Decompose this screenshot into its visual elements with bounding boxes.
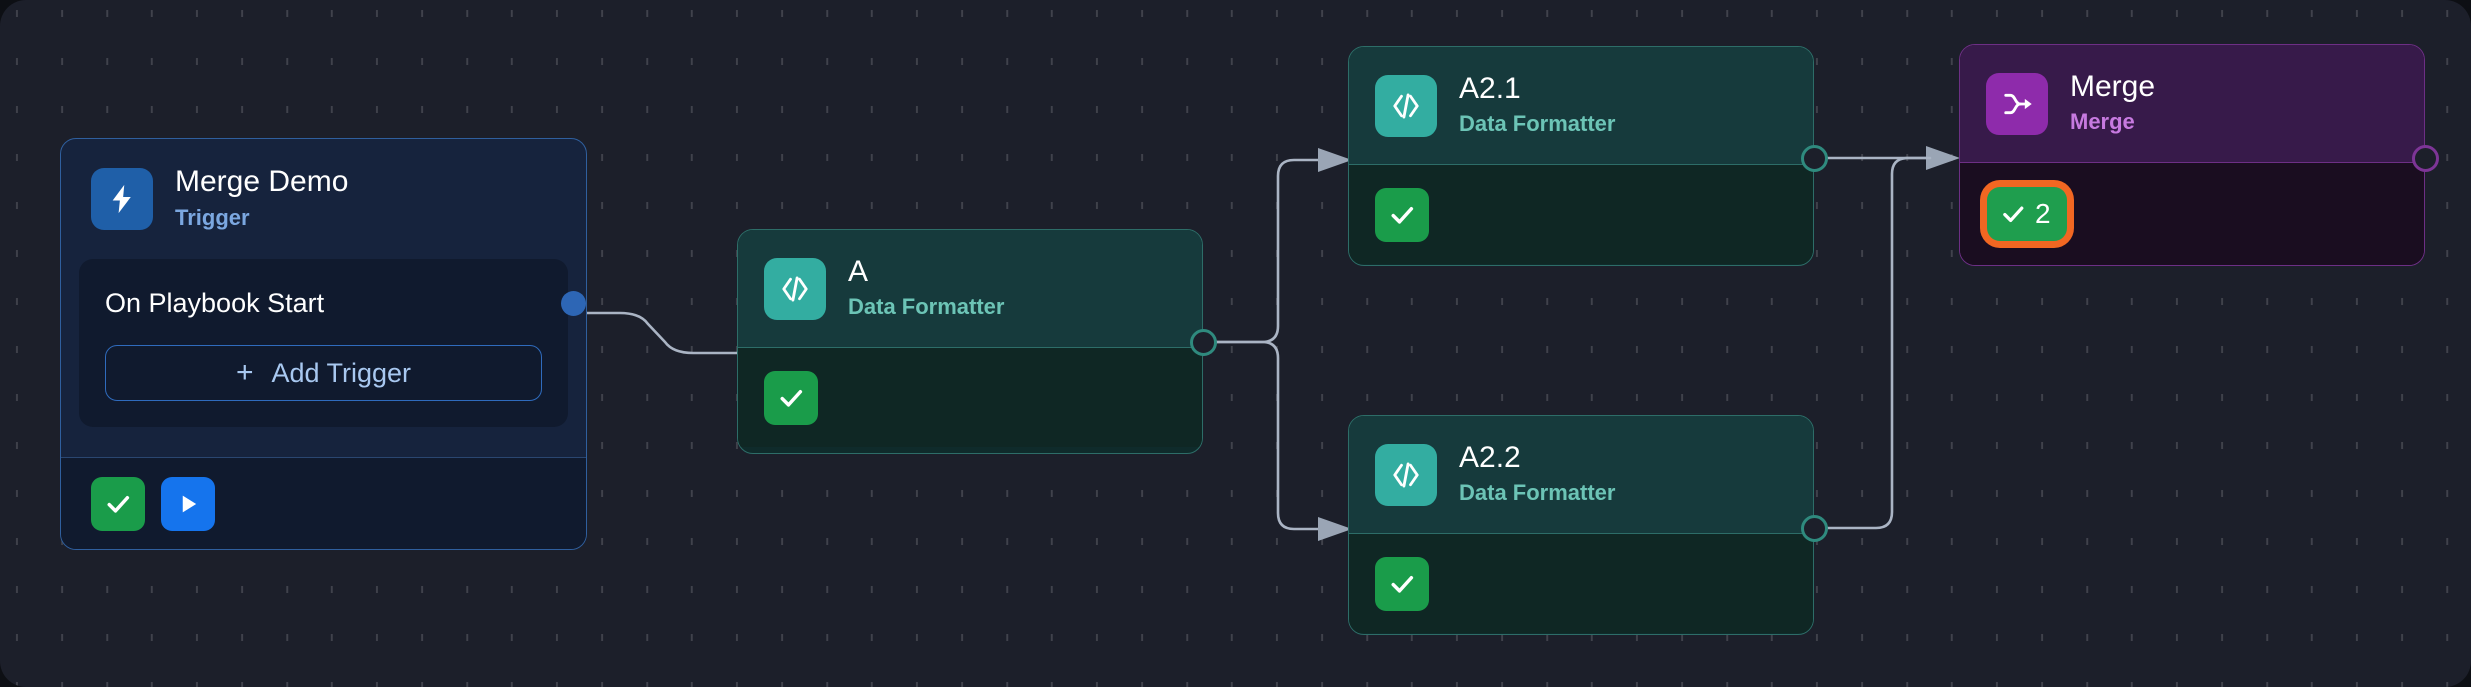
- check-icon[interactable]: [764, 370, 818, 425]
- node-title: A2.2: [1459, 440, 1521, 474]
- node-a22-output-port[interactable]: [1801, 515, 1828, 542]
- node-trigger-merge-demo[interactable]: Merge Demo Trigger On Playbook Start + A…: [60, 138, 587, 550]
- node-a21-data-formatter[interactable]: A2.1 Data Formatter: [1348, 46, 1814, 266]
- node-header: Merge Merge: [1960, 45, 2424, 162]
- node-header: A2.1 Data Formatter: [1349, 47, 1813, 164]
- node-merge[interactable]: Merge Merge 2: [1959, 44, 2425, 266]
- node-footer: 2: [1960, 162, 2424, 265]
- check-icon[interactable]: [1375, 187, 1429, 242]
- code-brackets-icon: [764, 257, 826, 320]
- plus-icon: +: [235, 356, 254, 389]
- edge-a-to-a21: [1214, 148, 1352, 344]
- node-merge-output-port[interactable]: [2412, 145, 2439, 172]
- add-trigger-label: Add Trigger: [271, 357, 412, 388]
- node-title-block: A2.2 Data Formatter: [1459, 441, 1615, 508]
- trigger-output-port[interactable]: [561, 290, 586, 316]
- node-footer: [1349, 164, 1813, 264]
- node-header: A Data Formatter: [738, 230, 1202, 347]
- node-footer: [1349, 533, 1813, 633]
- node-title-block: Merge Merge: [2070, 70, 2155, 137]
- trigger-body: On Playbook Start + Add Trigger: [79, 259, 586, 427]
- node-a-output-port[interactable]: [1190, 329, 1217, 356]
- status-count: 2: [2035, 198, 2051, 229]
- add-trigger-button[interactable]: + Add Trigger: [105, 345, 542, 401]
- node-subtitle: Data Formatter: [848, 294, 1005, 320]
- merge-arrow-icon: [1986, 72, 2048, 135]
- node-subtitle: Merge: [2070, 109, 2135, 135]
- node-subtitle: Trigger: [175, 204, 250, 230]
- node-title-block: Merge Demo Trigger: [175, 165, 348, 232]
- node-title-block: A Data Formatter: [848, 255, 1004, 322]
- check-icon: [2003, 206, 2024, 223]
- node-footer: [61, 457, 586, 549]
- node-title: Merge Demo: [175, 165, 349, 199]
- check-icon[interactable]: [1375, 556, 1429, 611]
- node-title: A2.1: [1459, 71, 1521, 105]
- node-subtitle: Data Formatter: [1459, 111, 1616, 137]
- code-brackets-icon: [1375, 443, 1437, 506]
- trigger-row-label: On Playbook Start: [105, 287, 325, 318]
- lightning-bolt-icon: [91, 168, 153, 230]
- code-brackets-icon: [1375, 74, 1437, 137]
- check-icon[interactable]: [91, 476, 145, 531]
- node-header: Merge Demo Trigger: [61, 139, 586, 259]
- node-a22-data-formatter[interactable]: A2.2 Data Formatter: [1348, 415, 1814, 635]
- play-icon[interactable]: [161, 476, 215, 531]
- edge-a-to-a22: [1214, 340, 1352, 541]
- node-title: Merge: [2070, 69, 2156, 103]
- node-footer: [738, 347, 1202, 447]
- node-title: A: [848, 254, 869, 288]
- node-a-data-formatter[interactable]: A Data Formatter: [737, 229, 1203, 454]
- edge-a22-to-merge: [1826, 156, 1932, 530]
- node-subtitle: Data Formatter: [1459, 480, 1616, 506]
- node-header: A2.2 Data Formatter: [1349, 416, 1813, 533]
- node-title-block: A2.1 Data Formatter: [1459, 72, 1615, 139]
- node-a21-output-port[interactable]: [1801, 145, 1828, 172]
- trigger-row-on-playbook-start[interactable]: On Playbook Start: [105, 281, 586, 325]
- status-badge[interactable]: 2: [1987, 187, 2067, 241]
- edge-a21-to-merge: [1826, 146, 1960, 170]
- status-badge-highlight[interactable]: 2: [1980, 180, 2074, 248]
